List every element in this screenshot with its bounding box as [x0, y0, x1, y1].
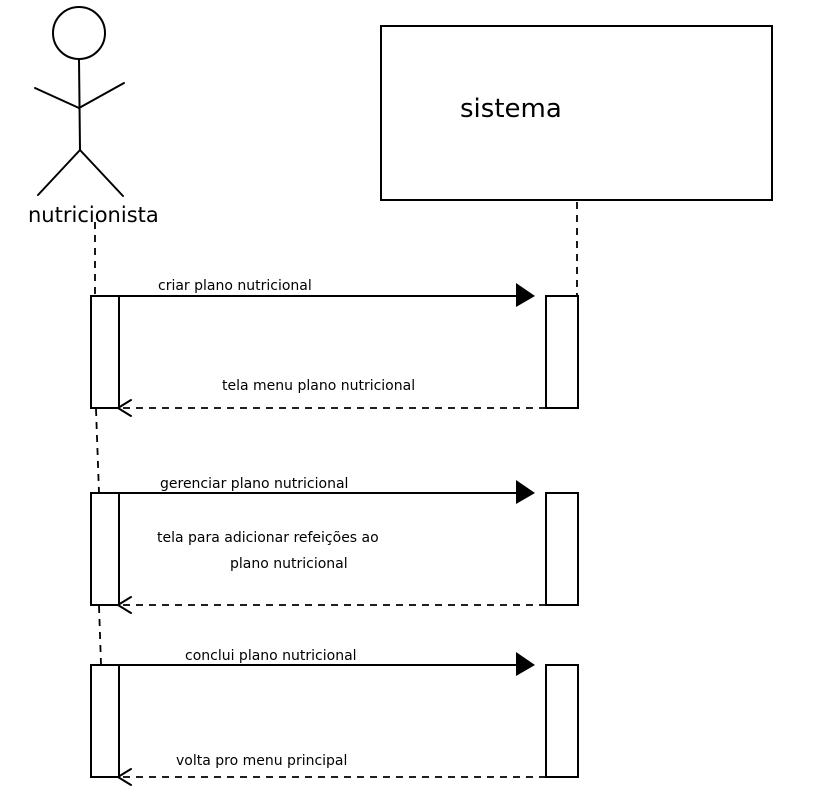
- actor-activation-2: [90, 492, 120, 606]
- actor-head: [52, 6, 106, 60]
- request-label-1: criar plano nutricional: [158, 278, 312, 294]
- response-arrowhead-3: [116, 768, 132, 786]
- request-arrowhead-2: [516, 480, 535, 504]
- actor-arm-left: [34, 87, 80, 109]
- actor-arm-right: [78, 82, 125, 109]
- actor-activation-1: [90, 295, 120, 409]
- request-label-2: gerenciar plano nutricional: [160, 476, 348, 492]
- system-activation-2: [545, 492, 579, 606]
- system-activation-3: [545, 664, 579, 778]
- system-box: [380, 25, 773, 201]
- actor-leg-left: [37, 149, 81, 196]
- request-arrowhead-1: [516, 283, 535, 307]
- response-label-3: volta pro menu principal: [176, 753, 347, 769]
- system-label: sistema: [460, 94, 562, 124]
- actor-lifeline: [94, 222, 102, 665]
- actor-label: nutricionista: [28, 203, 159, 227]
- response-label-2b: plano nutricional: [230, 556, 348, 572]
- interaction-2: gerenciar plano nutricional tela para ad…: [90, 476, 579, 614]
- request-arrowhead-3: [516, 652, 535, 676]
- interaction-3: conclui plano nutricional volta pro menu…: [90, 648, 579, 786]
- request-label-3: conclui plano nutricional: [185, 648, 357, 664]
- response-label-2a: tela para adicionar refeições ao: [157, 530, 379, 546]
- response-label-1: tela menu plano nutricional: [222, 378, 415, 394]
- response-arrowhead-1: [116, 399, 132, 417]
- actor-body: [78, 58, 81, 151]
- system-activation-1: [545, 295, 579, 409]
- actor-leg-right: [79, 149, 124, 197]
- response-arrowhead-2: [116, 596, 132, 614]
- actor-activation-3: [90, 664, 120, 778]
- actor-figure: [34, 6, 125, 197]
- interaction-1: criar plano nutricional tela menu plano …: [90, 278, 579, 417]
